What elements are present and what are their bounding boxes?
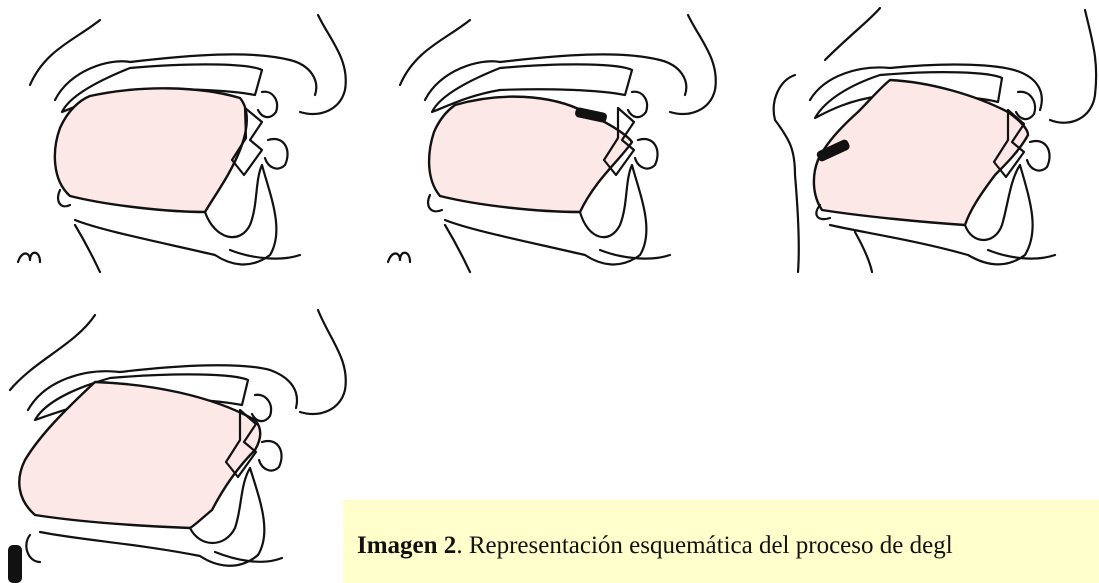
neck-line	[855, 232, 872, 272]
lips-lower	[259, 441, 282, 471]
skull-outline	[400, 20, 470, 85]
lips-upper	[628, 92, 647, 117]
neck-line	[75, 225, 100, 272]
oral-cavity	[55, 88, 247, 212]
caption-text: . Representación esquemática del proceso…	[456, 532, 952, 559]
nose-outline	[300, 310, 346, 414]
nasal-passage	[425, 54, 686, 100]
chin-line	[230, 250, 300, 259]
swallow-stage-2-diagram	[370, 0, 740, 280]
swallow-stage-4-diagram	[0, 300, 370, 583]
lips-lower	[635, 139, 658, 169]
back-of-head	[774, 75, 799, 272]
food-bolus	[8, 545, 22, 583]
nose-outline	[1050, 10, 1096, 123]
figure-caption: Imagen 2. Representación esquemática del…	[343, 500, 1099, 583]
lips-upper	[258, 92, 277, 117]
swallow-stage-1-diagram	[0, 0, 370, 280]
lips-lower	[265, 139, 288, 169]
neck-line	[445, 225, 470, 272]
lips-lower	[1027, 141, 1050, 171]
nose-outline	[300, 15, 346, 114]
lips-upper	[1016, 92, 1035, 119]
chin-line	[600, 250, 670, 259]
skull-outline	[30, 20, 100, 85]
lips-upper	[252, 395, 271, 421]
throat	[26, 535, 40, 562]
skull-outline	[825, 8, 880, 60]
oral-cavity	[19, 382, 260, 528]
swallow-stage-3-diagram	[740, 0, 1099, 280]
chin-line	[988, 250, 1055, 259]
ear-mark	[388, 253, 410, 262]
chin-line	[215, 552, 282, 562]
ear-mark	[18, 253, 40, 262]
caption-label: Imagen 2	[357, 532, 456, 559]
skull-outline	[10, 315, 95, 390]
throat	[428, 195, 442, 211]
nose-outline	[670, 15, 716, 114]
